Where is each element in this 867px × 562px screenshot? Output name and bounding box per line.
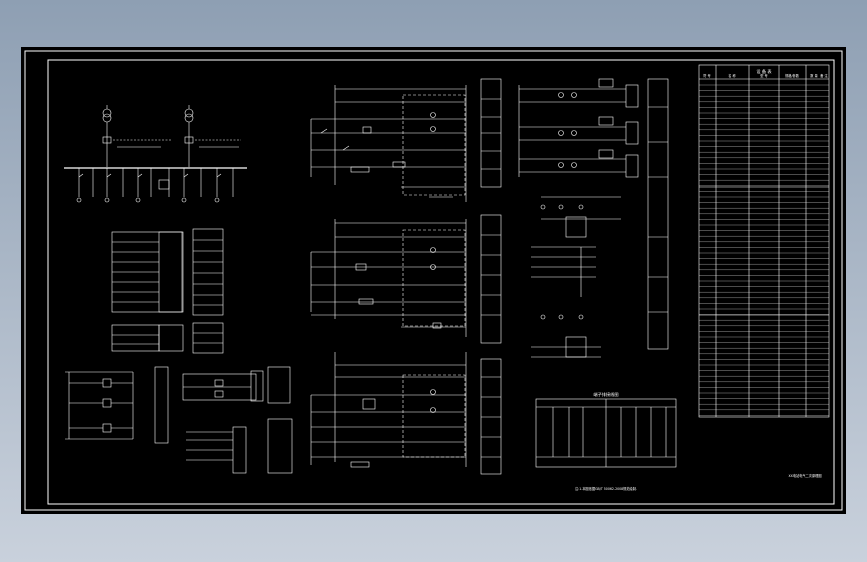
single-line-diagram [64,105,247,203]
circuit-legend-columns [480,78,502,475]
bottom-left-circuits [65,366,293,474]
table-header-spec: 规格/参数 [785,73,800,78]
table-header-model: 型 号 [760,73,767,78]
terminal-panel-caption: 注:1.本图依据GB/T 50062-2008规范绘制. [575,486,637,491]
signal-circuits [518,78,639,178]
terminal-columns [531,78,669,358]
control-circuit-middle [310,219,467,337]
terminal-strip-panel [535,398,677,468]
schematic-drawing: 设 备 表 符 号 名 称 型 号 规格/参数 数 量 备 注 端子排接线图 注… [24,50,843,511]
table-header-note: 备 注 [820,73,828,78]
terminal-panel-title: 端子排接线图 [593,391,618,398]
table-header-qty: 数 量 [810,73,818,78]
title-block-label: XX电站电气二次原理图 [788,473,821,478]
control-circuit-lower [310,352,467,468]
equipment-table-rows [699,84,829,416]
drawing-sheet: 设 备 表 符 号 名 称 型 号 规格/参数 数 量 备 注 端子排接线图 注… [21,47,846,514]
outer-border [24,50,843,511]
table-header-symbol: 符 号 [703,73,710,78]
relay-block-diagram [111,228,224,354]
table-header-name: 名 称 [728,73,736,78]
equipment-table-title: 设 备 表 [756,68,772,75]
control-circuit-upper [310,85,467,202]
equipment-table-grid [698,64,830,418]
inner-border [47,59,835,505]
